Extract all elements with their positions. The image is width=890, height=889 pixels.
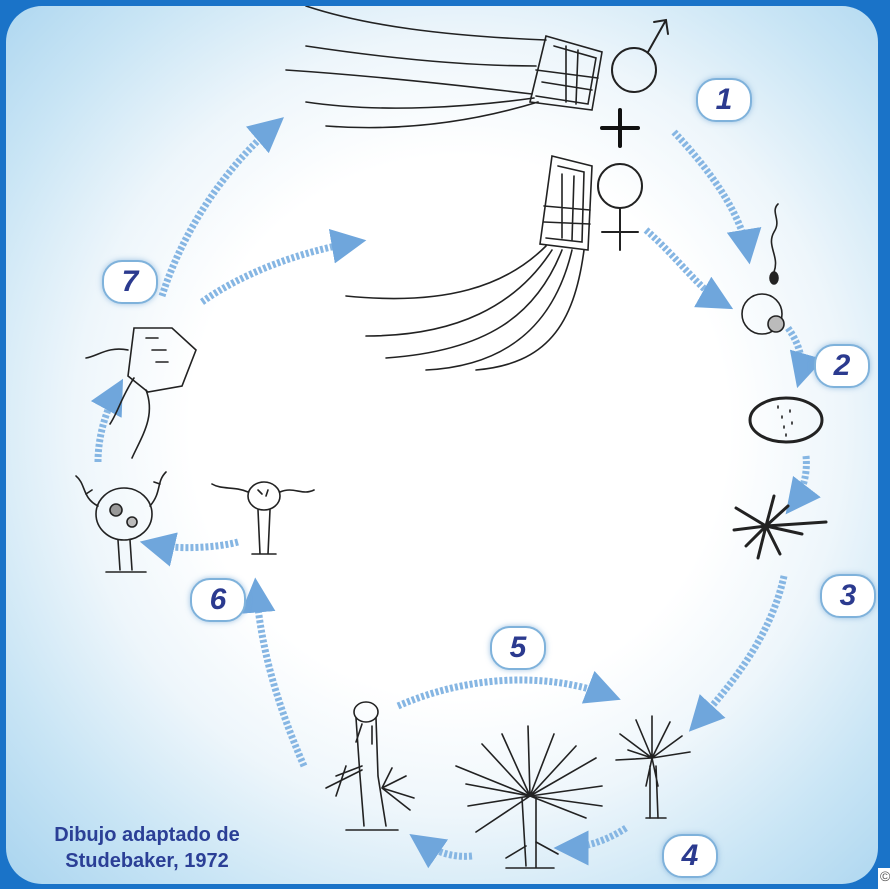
arrow-4b	[418, 840, 472, 856]
sperm-drawing	[770, 204, 778, 284]
male-symbol-icon	[612, 20, 668, 92]
early-polyp-drawing	[734, 496, 826, 558]
polyp-drawing-center	[456, 726, 602, 868]
arrow-7a	[98, 388, 118, 462]
step-5-badge: 5	[490, 626, 546, 670]
arrow-6	[256, 588, 304, 766]
arrow-5	[398, 680, 611, 706]
arrow-1	[674, 132, 748, 254]
metamorphosing-polyp-drawing	[76, 472, 166, 572]
step-2-badge: 2	[814, 344, 870, 388]
step-4-badge: 4	[662, 834, 718, 878]
step-3-badge: 3	[820, 574, 876, 618]
arrow-7c	[202, 242, 356, 302]
step-2-number: 2	[834, 349, 851, 383]
step-6-badge: 6	[190, 578, 246, 622]
diagram-frame: 1 2 3 4 5 6 7 Dibujo adaptado de Studeba…	[6, 6, 878, 884]
credit-line-1: Dibujo adaptado de	[32, 822, 262, 848]
male-medusa-drawing	[286, 6, 602, 128]
step-3-number: 3	[840, 579, 857, 613]
step-7-badge: 7	[102, 260, 158, 304]
step-5-number: 5	[510, 631, 527, 665]
image-credit: Dibujo adaptado de Studebaker, 1972	[32, 822, 262, 874]
arrow-6b	[150, 542, 238, 548]
credit-line-2: Studebaker, 1972	[32, 848, 262, 874]
polyp-drawing-right	[616, 716, 690, 818]
step-1-number: 1	[716, 83, 733, 117]
arrow-2	[788, 328, 802, 378]
life-cycle-diagram	[6, 6, 878, 884]
step-4-number: 4	[682, 839, 699, 873]
planula-drawing	[750, 398, 822, 442]
young-medusa-drawing	[86, 328, 196, 458]
step-1-badge: 1	[696, 78, 752, 122]
plus-icon	[602, 110, 638, 146]
female-symbol-icon	[598, 164, 642, 250]
step-7-number: 7	[122, 265, 139, 299]
copyright-mark: ©	[880, 868, 890, 884]
female-medusa-drawing	[346, 156, 592, 370]
arrow-2b	[792, 456, 806, 506]
arrow-4	[564, 828, 626, 848]
egg-drawing	[742, 294, 784, 334]
step-6-number: 6	[210, 583, 227, 617]
arrow-female-to-egg	[646, 230, 724, 304]
arrow-3	[696, 576, 784, 724]
budding-polyp-drawing	[326, 702, 414, 830]
